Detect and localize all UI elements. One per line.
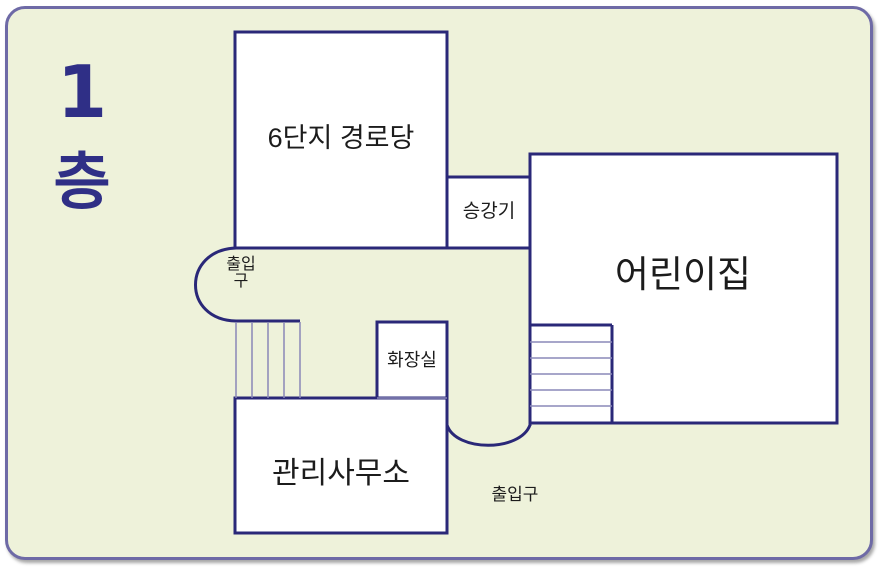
floor-label: 층 xyxy=(53,145,111,218)
label-exit-bottom: 출입구 xyxy=(491,485,539,504)
room-senior-center xyxy=(233,30,449,250)
stairs-right xyxy=(530,341,612,407)
label-restroom: 화장실 xyxy=(387,350,437,370)
entrance-bottom-curve xyxy=(445,424,532,447)
stairs-left xyxy=(235,322,301,398)
label-elevator: 승강기 xyxy=(462,201,516,222)
entrance-left-curve xyxy=(194,246,237,323)
room-office xyxy=(233,396,449,535)
room-daycare xyxy=(528,152,839,425)
label-office: 관리사무소 xyxy=(272,457,410,490)
label-daycare: 어린이집 xyxy=(614,254,752,295)
label-exit-left: 출입구 xyxy=(226,256,256,290)
floor-number: 1 xyxy=(56,50,108,134)
label-senior-center: 6단지 경로당 xyxy=(267,123,415,153)
